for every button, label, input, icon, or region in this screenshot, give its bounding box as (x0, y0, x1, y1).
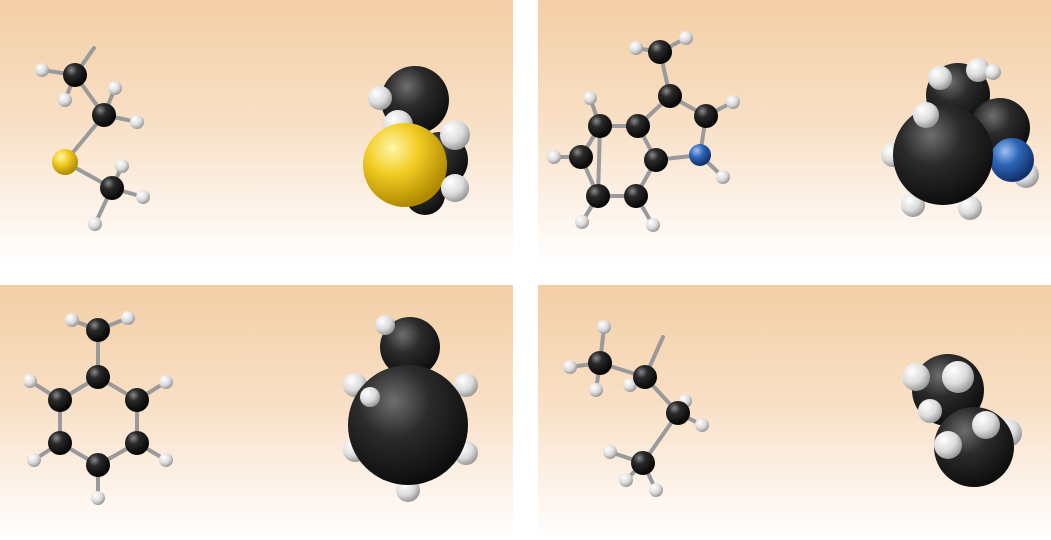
space-filling-model (363, 66, 470, 215)
ball-and-stick-atoms (547, 31, 740, 232)
butane-illustration (563, 320, 1022, 497)
space-filling-model (902, 354, 1022, 487)
ethyl-methyl-sulfide-illustration (35, 46, 470, 231)
space-filling-model (343, 315, 478, 502)
ball-and-stick-atoms (23, 311, 173, 505)
molecule-panel-top-left (0, 0, 513, 263)
3-methylindole-illustration (547, 31, 1039, 232)
toluene-illustration (23, 311, 478, 505)
ball-and-stick-atoms (563, 320, 709, 497)
molecule-panel-top-right (538, 0, 1051, 263)
molecule-panel-bottom-right (538, 285, 1051, 540)
space-filling-model (881, 58, 1039, 220)
molecule-panel-bottom-left (0, 285, 513, 540)
ball-and-stick-atoms (35, 63, 150, 231)
